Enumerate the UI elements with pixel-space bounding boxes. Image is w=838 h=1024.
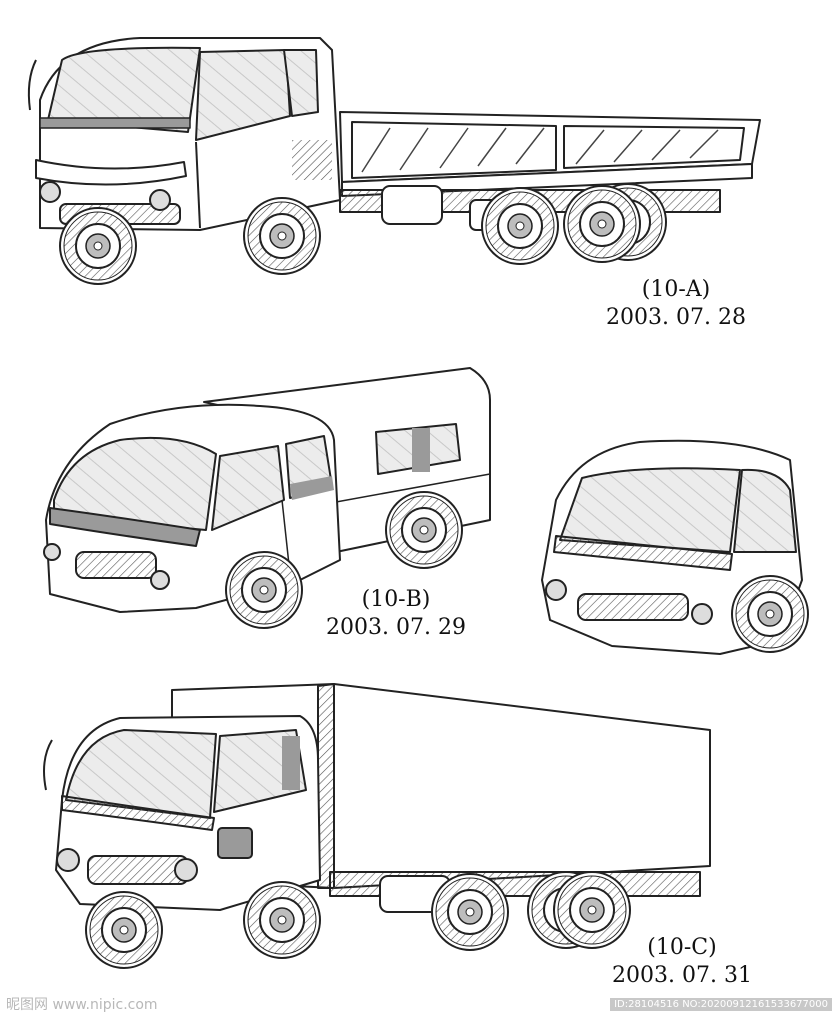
watermark-id: ID:28104516 NO:20200912161533677000 bbox=[610, 998, 832, 1011]
caption-10a: (10-A) 2003. 07. 28 bbox=[606, 276, 746, 332]
caption-10b: (10-B) 2003. 07. 29 bbox=[326, 586, 466, 642]
watermark-site: 昵图网 www.nipic.com bbox=[6, 997, 158, 1013]
truck-10a-flatbed bbox=[27, 37, 761, 285]
van-front bbox=[541, 439, 809, 655]
truck-10b-crewcab bbox=[43, 367, 491, 629]
caption-10b-date: 2003. 07. 29 bbox=[326, 615, 466, 640]
caption-10b-label: (10-B) bbox=[361, 587, 431, 612]
caption-10c-date: 2003. 07. 31 bbox=[612, 963, 752, 988]
caption-10a-label: (10-A) bbox=[641, 277, 711, 302]
truck-10c-boxtruck bbox=[43, 683, 711, 969]
caption-10c: (10-C) 2003. 07. 31 bbox=[612, 934, 752, 990]
caption-10a-date: 2003. 07. 28 bbox=[606, 305, 746, 330]
caption-10c-label: (10-C) bbox=[647, 935, 717, 960]
